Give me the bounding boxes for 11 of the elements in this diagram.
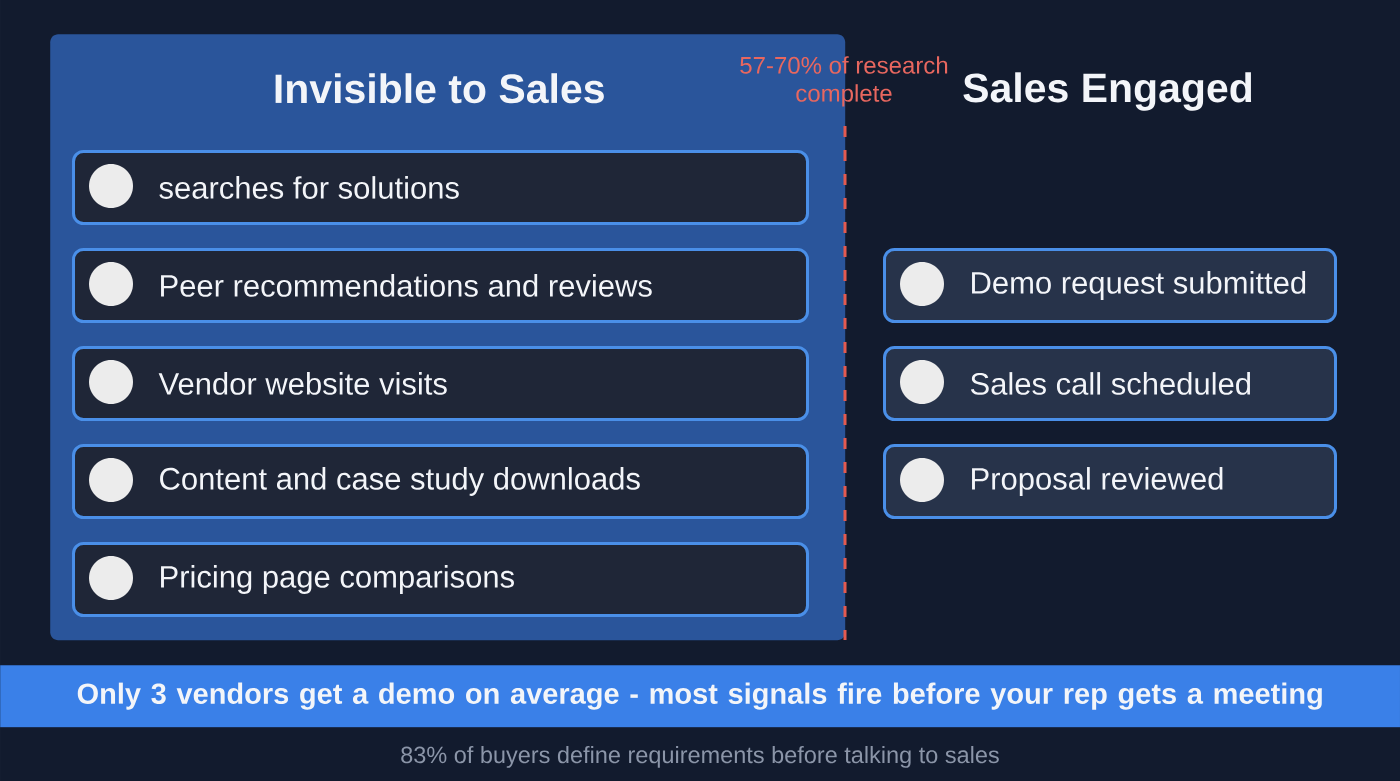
item-box: Proposal reviewed bbox=[883, 444, 1337, 519]
item-box: Peer recommendations and reviews bbox=[72, 248, 809, 323]
item-box: Vendor website visits bbox=[72, 346, 809, 421]
item-box: Content and case study downloads bbox=[72, 444, 809, 519]
caption: 83% of buyers define requirements before talking to sales bbox=[401, 746, 999, 768]
banner: Only 3 vendors get a demo on average - most signals fire before your rep gets a meeting bbox=[0, 665, 1400, 728]
item-box: Sales call scheduled bbox=[883, 346, 1337, 421]
column-heading: Sales Engaged bbox=[963, 72, 1252, 111]
item-box: Pricing page comparisons bbox=[72, 542, 809, 617]
item-box: Demo request submitted bbox=[883, 248, 1337, 323]
item-box: searches for solutions bbox=[72, 150, 809, 225]
